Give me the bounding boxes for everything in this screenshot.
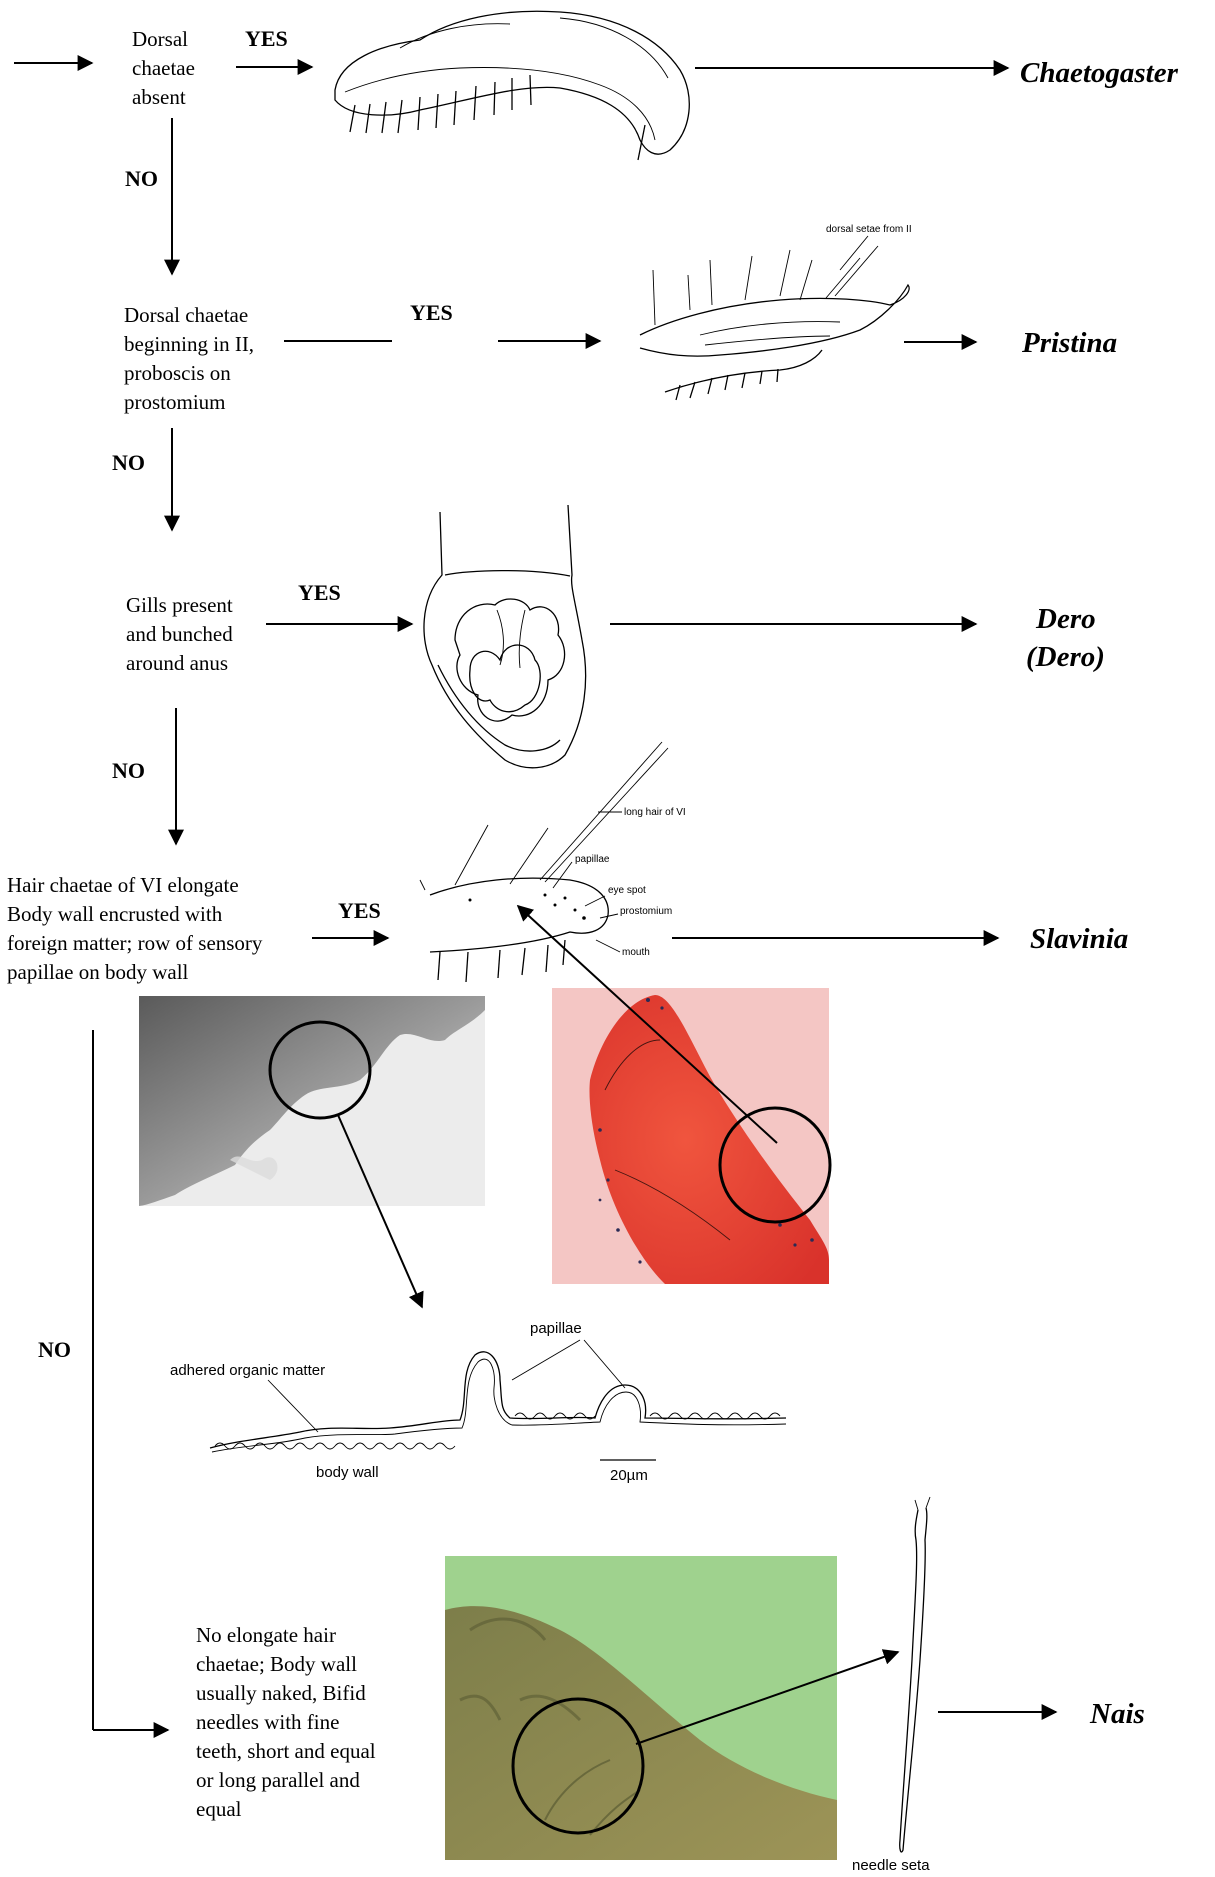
pristina-drawing: dorsal setae from II (640, 224, 912, 400)
yes-label-2: YES (410, 300, 453, 325)
dero-gill-drawing (424, 505, 586, 768)
detail-label-scale: 20µm (610, 1467, 648, 1484)
slavinia-drawing: long hair of VI papillae eye spot prosto… (420, 742, 686, 982)
step-3: Gills present and bunched around anus YE… (112, 505, 1105, 844)
chaetogaster-drawing (335, 11, 689, 160)
pristina-label-dorsal-setae: dorsal setae from II (826, 224, 912, 235)
needle-seta-label: needle seta (852, 1857, 930, 1874)
detail-label-adhered-matter: adhered organic matter (170, 1362, 325, 1379)
yes-label-3: YES (298, 580, 341, 605)
no-label-4: NO (38, 1337, 71, 1362)
no-label-3: NO (112, 758, 145, 783)
genus-nais: Nais (1089, 1698, 1145, 1730)
gray-micrograph (139, 996, 485, 1206)
step-5: No elongate hair chaetae; Body wall usua… (196, 1497, 1145, 1874)
genus-dero-subgenus: (Dero) (1026, 641, 1105, 673)
green-micrograph (445, 1556, 837, 1860)
question-2: Dorsal chaetae beginning in II, probosci… (124, 303, 259, 414)
question-1: Dorsal chaetae absent (132, 27, 200, 109)
slavinia-label-eye-spot: eye spot (608, 885, 646, 896)
no-label-1: NO (125, 166, 158, 191)
slavinia-label-long-hair: long hair of VI (624, 807, 686, 818)
red-micrograph (552, 988, 830, 1284)
slavinia-label-papillae: papillae (575, 854, 610, 865)
slavinia-label-mouth: mouth (622, 947, 650, 958)
genus-dero: Dero (1035, 603, 1096, 635)
question-4: Hair chaetae of VI elongate Body wall en… (7, 873, 268, 984)
question-3: Gills present and bunched around anus (126, 593, 238, 675)
question-5: No elongate hair chaetae; Body wall usua… (196, 1623, 381, 1821)
papillae-detail-drawing: papillae adhered organic matter body wal… (170, 1320, 786, 1484)
slavinia-label-prostomium: prostomium (620, 906, 672, 917)
step-2: Dorsal chaetae beginning in II, probosci… (112, 224, 1117, 530)
genus-slavinia: Slavinia (1030, 923, 1128, 955)
genus-chaetogaster: Chaetogaster (1020, 57, 1179, 89)
detail-label-papillae: papillae (530, 1320, 582, 1337)
yes-label-1: YES (245, 26, 288, 51)
detail-label-body-wall: body wall (316, 1464, 379, 1481)
needle-seta-drawing: needle seta (852, 1497, 930, 1874)
yes-label-4: YES (338, 898, 381, 923)
step-1: Dorsal chaetae absent YES Chaetogaster N… (14, 11, 1179, 274)
no-label-2: NO (112, 450, 145, 475)
genus-pristina: Pristina (1021, 327, 1117, 359)
